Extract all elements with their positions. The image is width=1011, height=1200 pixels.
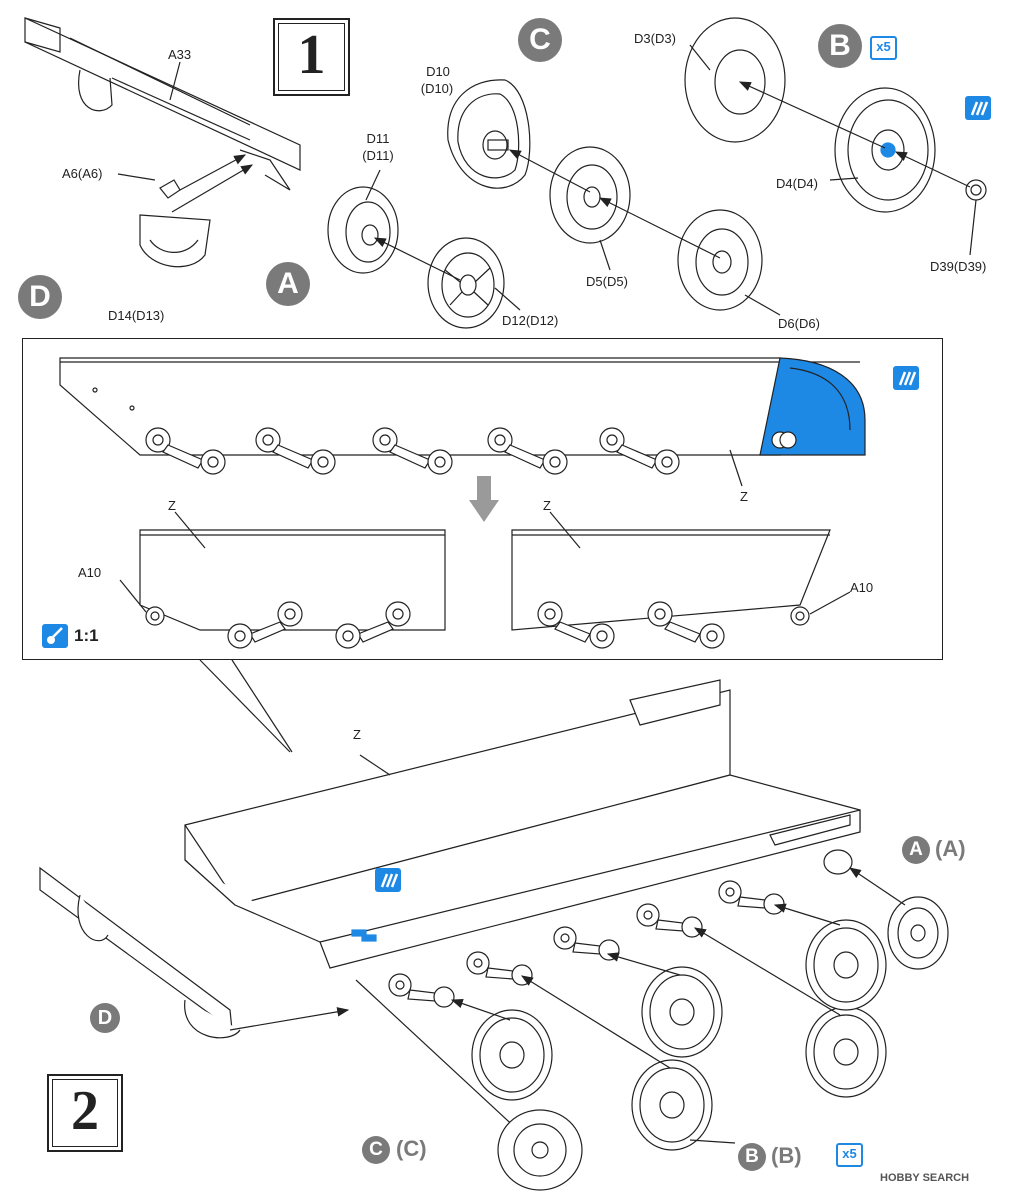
step2-side-skirt-d (39, 866, 241, 1039)
step2-road-wheels (471, 896, 949, 1191)
inset-suspension-arms (145, 427, 797, 475)
sprue-marker-a-step2: A (902, 836, 930, 864)
inset-lower-right-hull (511, 529, 831, 631)
inset-frame (22, 338, 943, 660)
watermark: HOBBY SEARCH (880, 1172, 970, 1184)
label-d11: D11 (366, 131, 390, 146)
label-a-paren: (A) (935, 836, 966, 861)
paint-blue-icon (375, 868, 401, 892)
idler-wheel-drawing (327, 186, 505, 329)
sprocket-drawing (447, 79, 763, 311)
inset-lower-left-hull (139, 529, 446, 631)
label-d6: D6(D6) (778, 316, 820, 331)
fender-a33-drawing (24, 17, 301, 199)
sprue-marker-b: B (818, 24, 862, 68)
label-z-inset-top: Z (740, 489, 748, 504)
label-c-paren: (C) (396, 1136, 427, 1161)
scale-1to1-icon (42, 624, 68, 648)
label-b-paren: (B) (771, 1143, 802, 1168)
sprue-marker-b-step2: B (738, 1143, 766, 1171)
step-2-box: 2 (47, 1074, 123, 1152)
label-d10: D10 (426, 64, 450, 79)
quantity-badge-step2: x5 (836, 1143, 863, 1167)
label-d11-alt: (D11) (362, 148, 394, 163)
quantity-badge: x5 (870, 36, 897, 60)
label-d14: D14(D13) (108, 308, 165, 323)
label-d3: D3(D3) (634, 31, 676, 46)
sprue-marker-d-step2: D (90, 1003, 120, 1033)
sprue-marker-d: D (18, 275, 62, 319)
step-number: 1 (297, 24, 326, 86)
inset-hull-drawing (59, 357, 860, 456)
label-a33: A33 (168, 47, 192, 62)
label-a6: A6(A6) (62, 166, 103, 181)
label-d12: D12(D12) (502, 313, 559, 328)
step2-hull-drawing (184, 679, 861, 969)
sprue-marker-c-step2: C (362, 1136, 390, 1164)
label-z-inset-left: Z (168, 498, 176, 513)
label-d10-alt: (D10) (420, 81, 454, 96)
label-a10-left: A10 (78, 565, 102, 580)
label-d4: D4(D4) (776, 176, 818, 191)
paint-blue-icon (965, 96, 991, 120)
label-d39: D39(D39) (930, 259, 987, 274)
step-number: 2 (71, 1080, 99, 1142)
label-z-step2: Z (353, 727, 361, 742)
arrow-down-icon (469, 476, 499, 522)
sprue-marker-a: A (266, 262, 310, 306)
label-d5: D5(D5) (586, 274, 628, 289)
sprue-marker-c: C (518, 18, 562, 62)
label-a10-right: A10 (850, 580, 874, 595)
label-z-inset-right: Z (543, 498, 551, 513)
scale-label: 1:1 (74, 626, 99, 645)
paint-blue-icon (893, 366, 919, 390)
part-d14-drawing (139, 214, 211, 268)
step-1-box: 1 (273, 18, 350, 96)
